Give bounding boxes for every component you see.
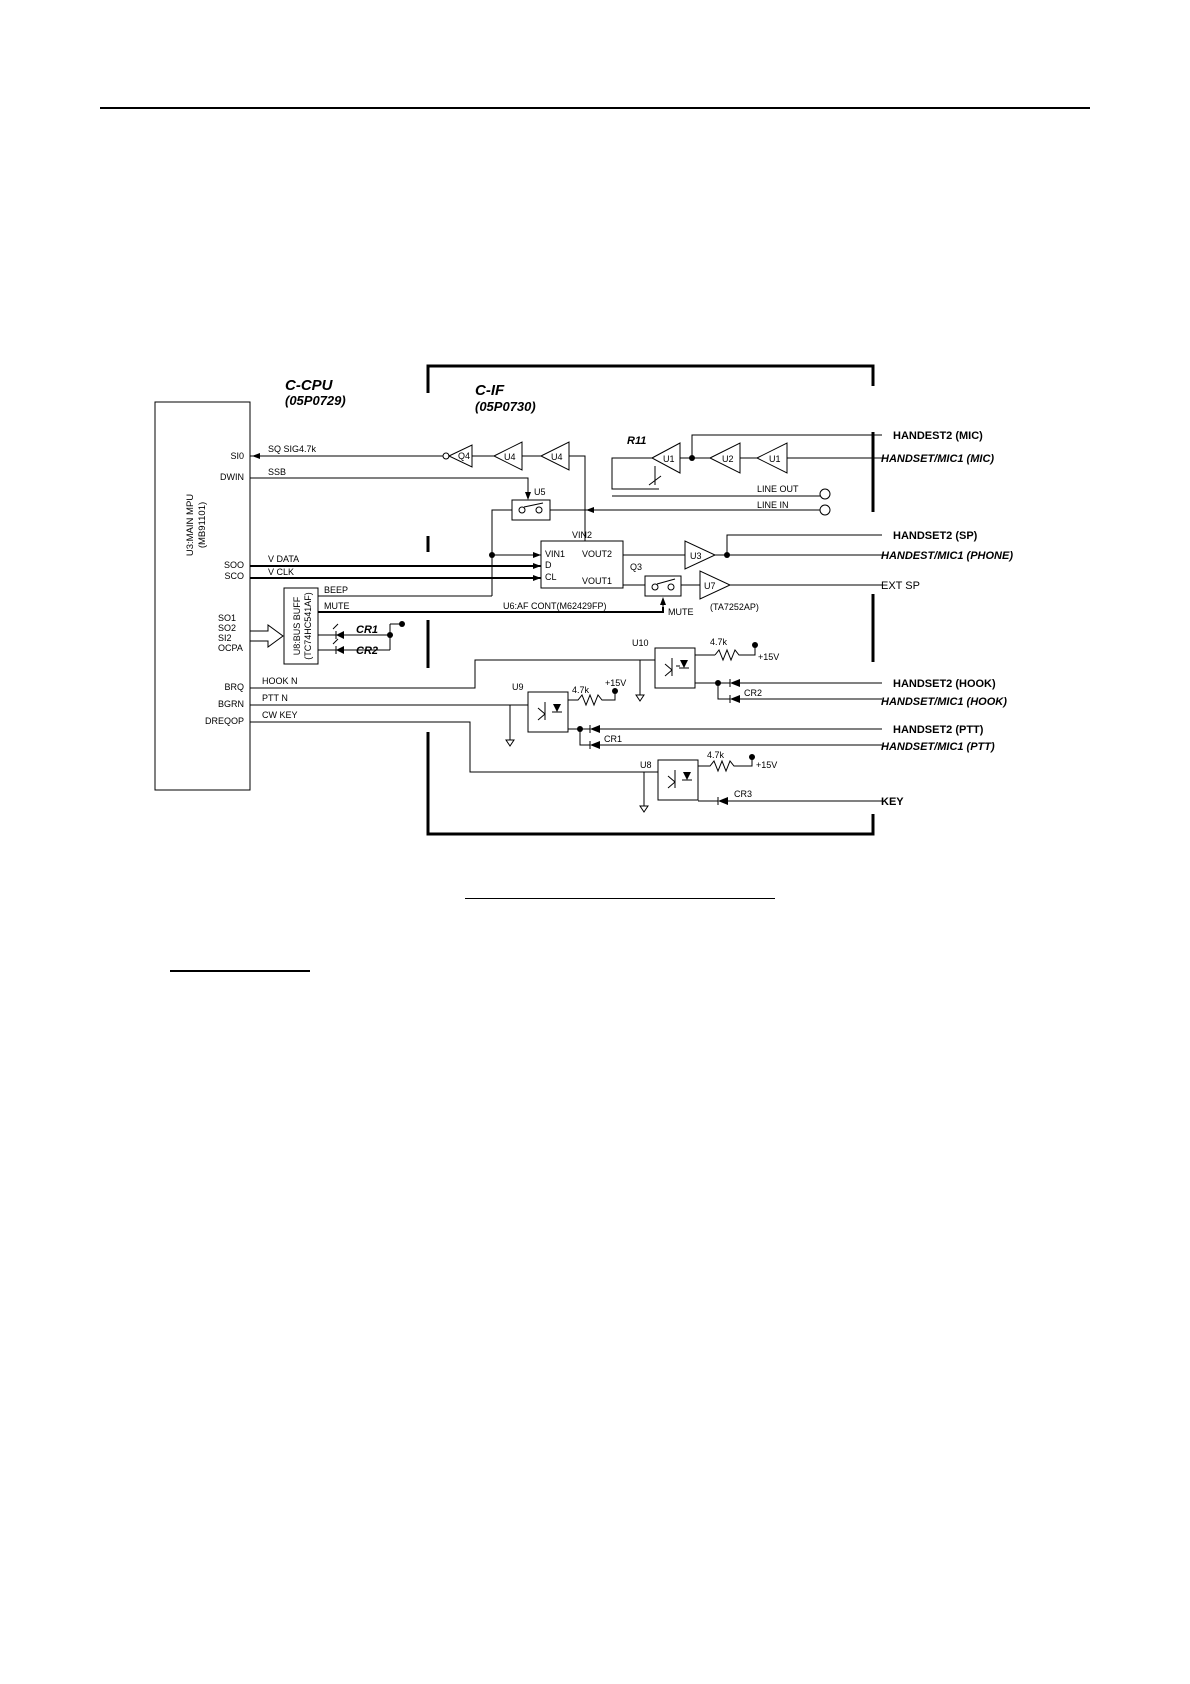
line-out-jack (819, 488, 831, 500)
signal-ssb: SSB (268, 467, 286, 477)
u8-resistor-label: 4.7k (707, 750, 725, 760)
mpu-part: (MB91101) (197, 502, 208, 548)
q3-label: Q3 (630, 562, 642, 572)
sq-sig-path: SQ SIG4.7k Q4 U4 U4 (250, 441, 586, 541)
pin-si2: SI2 (218, 633, 232, 643)
heading-underline (170, 970, 310, 972)
u6-vin1-label: VIN1 (545, 549, 565, 559)
mpu-title: U3:MAIN MPU (185, 494, 196, 556)
line-out-label: LINE OUT (757, 484, 799, 494)
u7-label: U7 (704, 581, 716, 591)
u9-resistor-label: 4.7k (572, 685, 590, 695)
bus-buffer: U8:BUS BUFF (TC74HC541AF) BEEP MUTE CR1 … (249, 570, 664, 665)
mpu-pin-labels: SI0 DWIN SOO SCO SO1 SO2 SI2 OCPA BRQ BG… (205, 451, 244, 726)
u6-d-label: D (545, 560, 552, 570)
caption-underline (465, 898, 775, 899)
connector-handset2-mic: HANDEST2 (MIC) (893, 430, 983, 442)
signal-beep: BEEP (324, 585, 348, 595)
signal-mute: MUTE (324, 601, 350, 611)
cpu-board-part: (05P0729) (285, 393, 346, 408)
page-top-rule (100, 107, 1090, 109)
connector-handset-mic1-ptt: HANDSET/MIC1 (PTT) (881, 741, 995, 753)
cr1-label: CR1 (604, 734, 622, 744)
u3-sp-amp: U3 (623, 534, 882, 570)
cw-key-path: CW KEY U8 4.7k +15V CR3 (250, 710, 882, 813)
bus-arrow (249, 624, 284, 648)
vdata-vclk-bus: V DATA V CLK (250, 554, 541, 581)
u8-voltage-label: +15V (756, 760, 777, 770)
connector-handset-mic1-hook: HANDSET/MIC1 (HOOK) (881, 696, 1007, 708)
main-mpu-block (154, 401, 251, 791)
u10-label: U10 (632, 638, 649, 648)
u7-part-label: (TA7252AP) (710, 602, 759, 612)
signal-sq-sig: SQ SIG4.7k (268, 444, 317, 454)
line-in-jack (819, 504, 831, 516)
u5-label: U5 (534, 487, 546, 497)
u8-label: U8 (640, 760, 652, 770)
cpu-board-name: C-CPU (285, 377, 334, 394)
bus-buff-label: U8:BUS BUFF (292, 596, 302, 655)
u3-label: U3 (690, 551, 702, 561)
cr1-cpu-label: CR1 (356, 624, 378, 636)
connector-handset2-sp: HANDSET2 (SP) (893, 530, 978, 542)
u1b-label: U1 (769, 454, 781, 464)
ssb-path: SSB (250, 467, 531, 500)
connector-ext-sp: EXT SP (881, 580, 920, 592)
cr2-label: CR2 (744, 688, 762, 698)
connector-handset-mic1-phone: HANDEST/MIC1 (PHONE) (881, 550, 1013, 562)
r11-label: R11 (627, 435, 646, 447)
pin-dreqop: DREQOP (205, 716, 244, 726)
cif-board-name: C-IF (475, 382, 505, 399)
u4a-label: U4 (504, 452, 516, 462)
connector-handset-mic1-mic: HANDSET/MIC1 (MIC) (881, 453, 994, 465)
u6-vout1-label: VOUT1 (582, 576, 612, 586)
cr2-cpu-label: CR2 (356, 645, 378, 657)
bus-buff-part-label: (TC74HC541AF) (303, 592, 313, 660)
pin-bgrn: BGRN (218, 699, 244, 709)
q4-label: Q4 (458, 451, 470, 461)
connector-handset2-ptt: HANDSET2 (PTT) (893, 724, 984, 736)
pin-so1: SO1 (218, 613, 236, 623)
signal-ptt-n: PTT N (262, 693, 288, 703)
signal-v-data: V DATA (268, 554, 299, 564)
u9-voltage-label: +15V (605, 678, 626, 688)
q3-u7-ext-sp: Q3 U7 (TA7252AP) MUTE (623, 562, 882, 617)
line-io: LINE OUT LINE IN (585, 484, 831, 516)
u10-resistor-label: 4.7k (710, 637, 728, 647)
u9-label: U9 (512, 682, 524, 692)
u4b-label: U4 (551, 452, 563, 462)
pin-ocpa: OCPA (218, 643, 243, 653)
pin-si0: SI0 (230, 451, 244, 461)
cif-board-frame (426, 364, 875, 836)
u10-voltage-label: +15V (758, 652, 779, 662)
pin-brq: BRQ (224, 682, 244, 692)
connector-key: KEY (881, 796, 904, 808)
u6-cl-label: CL (545, 572, 557, 582)
u5-switch: U5 (491, 487, 585, 570)
line-in-label: LINE IN (757, 500, 789, 510)
cr3-label: CR3 (734, 789, 752, 799)
mic-chain: R11 U1 U2 U1 (611, 434, 882, 490)
u6-vout2-label: VOUT2 (582, 549, 612, 559)
u1a-label: U1 (663, 454, 675, 464)
hook-path: HOOK N U10 4.7k +15V CR2 (250, 637, 882, 703)
pin-so2: SO2 (218, 623, 236, 633)
u6-af-control: VIN2 VIN1 D CL VOUT2 VOUT1 U6:AF CONT(M6… (489, 530, 624, 611)
q3-mute-label: MUTE (668, 607, 694, 617)
ptt-path: PTT N U9 4.7k +15V CR1 (250, 678, 882, 749)
signal-cw-key: CW KEY (262, 710, 298, 720)
cif-board-part: (05P0730) (475, 399, 536, 414)
pin-dwin: DWIN (220, 472, 244, 482)
u6-vin2-label: VIN2 (572, 530, 592, 540)
signal-v-clk: V CLK (268, 567, 294, 577)
connector-handset2-hook: HANDSET2 (HOOK) (893, 678, 996, 690)
signal-hook-n: HOOK N (262, 676, 298, 686)
u6-name-label: U6:AF CONT(M62429FP) (503, 601, 607, 611)
connector-labels: HANDEST2 (MIC) HANDSET/MIC1 (MIC) HANDSE… (881, 430, 1013, 808)
u2-label: U2 (722, 454, 734, 464)
pin-soo: SOO (224, 560, 244, 570)
pin-sco: SCO (224, 571, 244, 581)
